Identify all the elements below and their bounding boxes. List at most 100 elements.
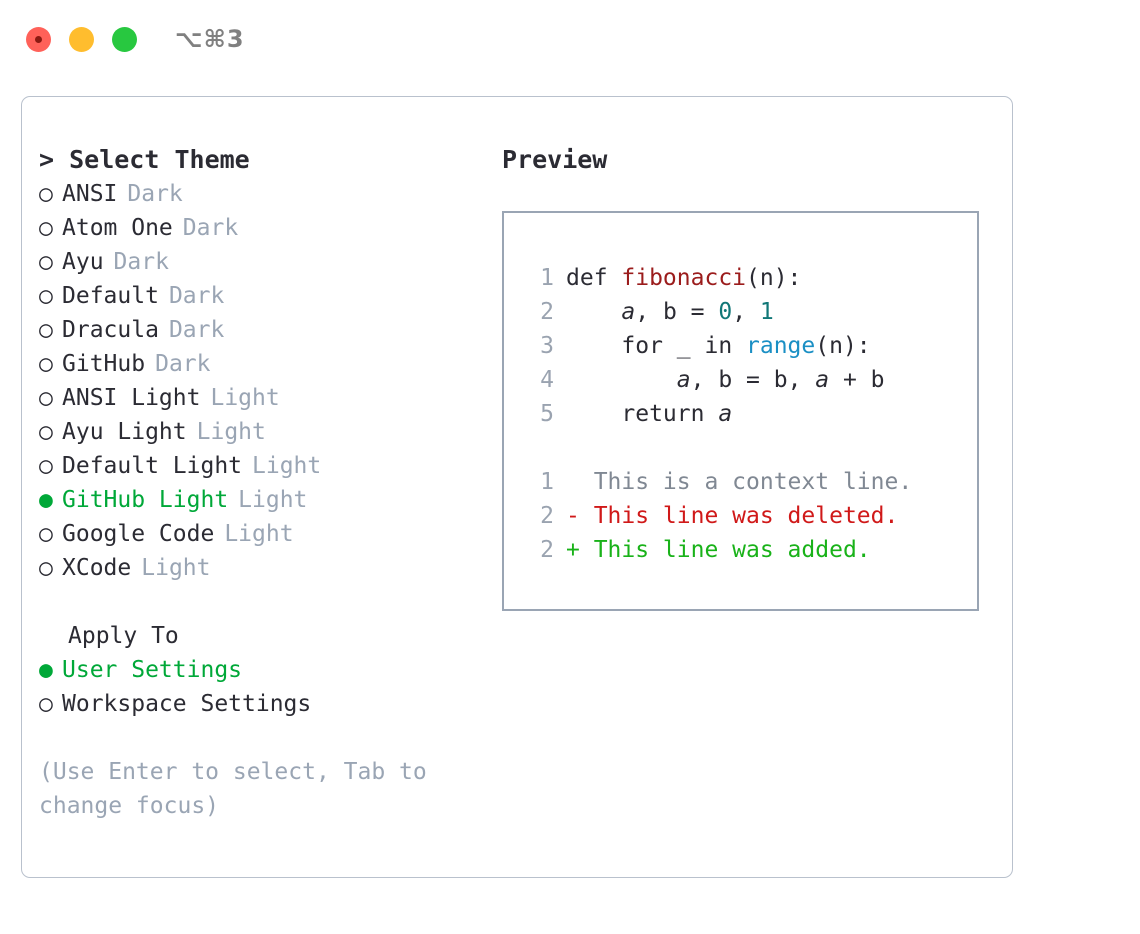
radio-unselected-icon: ○	[39, 351, 53, 377]
theme-variant-tag: Light	[210, 385, 280, 411]
code-text: for _ in range(n):	[566, 329, 871, 363]
theme-option-ansi[interactable]: ○ ANSI Dark	[39, 177, 490, 211]
radio-unselected-icon: ○	[39, 215, 53, 241]
code-token-plain: , b = b,	[690, 367, 816, 393]
theme-name-label: Google Code	[62, 521, 215, 547]
code-token-fn: fibonacci	[621, 265, 747, 291]
line-number: 5	[540, 401, 554, 427]
theme-name-label: GitHub	[62, 351, 146, 377]
code-text: def fibonacci(n):	[566, 261, 801, 295]
theme-name-label: Default Light	[62, 453, 243, 479]
theme-name-label: Ayu	[62, 249, 104, 275]
code-line: 5 return a	[524, 397, 977, 431]
diff-text: - This line was deleted.	[566, 503, 899, 529]
diff-line-deleted: 2 - This line was deleted.	[524, 499, 977, 533]
theme-option-ayu[interactable]: ○ Ayu Dark	[39, 245, 490, 279]
diff-line-added: 2 + This line was added.	[524, 533, 977, 567]
radio-selected-icon: ●	[39, 657, 53, 683]
theme-variant-tag: Dark	[155, 351, 211, 377]
code-line: 4 a, b = b, a + b	[524, 363, 977, 397]
theme-variant-tag: Dark	[168, 317, 225, 343]
apply-to-section: Apply To ●User Settings○Workspace Settin…	[39, 619, 490, 721]
zoom-button[interactable]	[112, 26, 137, 52]
diff-sample: 1 This is a context line.2- This line wa…	[524, 465, 977, 567]
code-token-num: 0	[718, 299, 733, 325]
keyboard-hint-text: (Use Enter to select, Tab to change focu…	[39, 759, 427, 819]
code-token-plain: for _ in	[566, 333, 747, 359]
code-token-call: range	[746, 333, 816, 359]
code-line: 2 a, b = 0, 1	[524, 295, 977, 329]
diff-text: + This line was added.	[566, 537, 871, 563]
theme-name-label: XCode	[62, 555, 132, 581]
theme-variant-tag: Dark	[127, 181, 183, 207]
code-token-plain: =	[676, 299, 719, 325]
theme-variant-tag: Dark	[182, 215, 239, 241]
radio-unselected-icon: ○	[39, 521, 53, 547]
radio-unselected-icon: ○	[39, 317, 53, 343]
code-diff-spacer	[524, 431, 977, 465]
title-bar: ⌥⌘3	[0, 0, 1140, 78]
radio-unselected-icon: ○	[39, 691, 53, 717]
theme-variant-tag: Light	[196, 419, 266, 445]
diff-text: This is a context line.	[566, 469, 913, 495]
code-token-plain: def	[566, 265, 622, 291]
code-token-plain: (n):	[815, 333, 871, 359]
radio-unselected-icon: ○	[39, 555, 53, 581]
theme-option-github[interactable]: ○ GitHub Dark	[39, 347, 490, 381]
preview-heading: Preview	[502, 145, 608, 174]
code-token-var: a	[815, 367, 830, 393]
theme-name-label: ANSI	[62, 181, 118, 207]
line-number: 2	[540, 537, 554, 563]
code-token-var: a	[621, 299, 636, 325]
select-theme-heading: > Select Theme	[39, 145, 250, 174]
line-number: 4	[540, 367, 554, 393]
code-line: 1 def fibonacci(n):	[524, 261, 977, 295]
code-token-num: 1	[759, 299, 774, 325]
code-token-plain: ,	[635, 299, 663, 325]
theme-name-label: Atom One	[62, 215, 173, 241]
code-token-plain: ,	[732, 299, 760, 325]
minimize-button[interactable]	[69, 26, 94, 52]
code-token-plain	[566, 367, 677, 393]
theme-name-label: Ayu Light	[62, 419, 187, 445]
apply-to-options[interactable]: ● User Settings ○ Workspace Settings	[39, 653, 490, 721]
line-number: 2	[540, 503, 554, 529]
window-controls	[26, 26, 137, 52]
theme-option-dracula[interactable]: ○ Dracula Dark	[39, 313, 490, 347]
theme-variant-tag: Dark	[113, 249, 169, 275]
theme-option-atom-one[interactable]: ○ Atom One Dark	[39, 211, 490, 245]
code-token-var: a	[718, 401, 733, 427]
code-token-plain: return	[566, 401, 719, 427]
radio-unselected-icon: ○	[39, 181, 53, 207]
apply-to-option-workspace-settings[interactable]: ○ Workspace Settings	[39, 687, 490, 721]
code-text: return a	[566, 397, 732, 431]
theme-name-label: Dracula	[62, 317, 159, 343]
theme-variant-tag: Dark	[168, 283, 225, 309]
radio-unselected-icon: ○	[39, 249, 53, 275]
apply-to-label: User Settings	[62, 657, 243, 683]
code-token-var: a	[676, 367, 691, 393]
close-button[interactable]	[26, 26, 51, 52]
apply-to-label: Workspace Settings	[62, 691, 312, 717]
code-token-plain: b	[662, 299, 677, 325]
line-number: 1	[540, 265, 554, 291]
apply-to-option-user-settings[interactable]: ● User Settings	[39, 653, 490, 687]
code-text: a, b = b, a + b	[566, 363, 885, 397]
theme-variant-tag: Light	[252, 453, 322, 479]
radio-unselected-icon: ○	[39, 385, 53, 411]
code-text: a, b = 0, 1	[566, 295, 774, 329]
line-number: 2	[540, 299, 554, 325]
